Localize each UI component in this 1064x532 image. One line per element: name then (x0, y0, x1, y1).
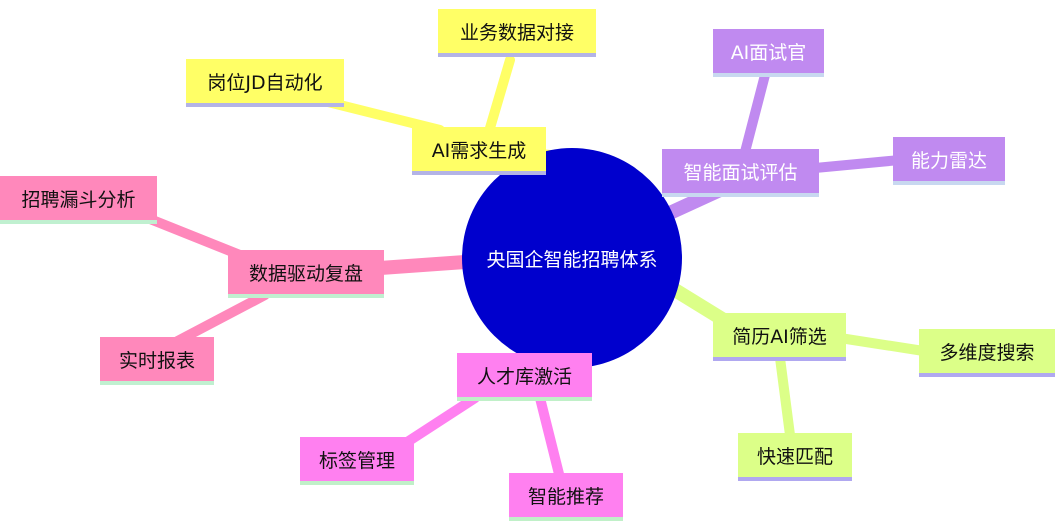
link-ai-demand-biz (485, 55, 515, 133)
node-screening: 简历AI筛选 (713, 313, 846, 361)
node-screening-label: 简历AI筛选 (732, 325, 827, 348)
node-ai-interviewer-label: AI面试官 (730, 41, 807, 64)
node-review: 数据驱动复盘 (228, 250, 384, 298)
node-multi-search: 多维度搜索 (919, 329, 1055, 377)
node-smart-recommend: 智能推荐 (509, 473, 623, 521)
link-talent-pool-recommend (535, 393, 565, 483)
node-smart-recommend-label: 智能推荐 (527, 485, 604, 508)
center-node: 央国企智能招聘体系 (462, 148, 682, 368)
node-multi-search-label: 多维度搜索 (939, 341, 1035, 364)
node-talent-pool-label: 人才库激活 (476, 365, 572, 388)
node-tag-management-label: 标签管理 (318, 449, 395, 472)
node-realtime-report: 实时报表 (100, 337, 214, 385)
node-ai-interviewer: AI面试官 (713, 29, 824, 77)
node-interview-label: 智能面试评估 (683, 161, 798, 184)
node-biz-data-integration: 业务数据对接 (438, 9, 596, 57)
node-ability-radar-label: 能力雷达 (910, 149, 987, 172)
node-ability-radar: 能力雷达 (893, 137, 1005, 185)
node-funnel-analysis-label: 招聘漏斗分析 (21, 188, 136, 211)
node-biz-data-integration-label: 业务数据对接 (459, 21, 574, 44)
node-ai-demand-label: AI需求生成 (431, 139, 527, 162)
node-quick-match: 快速匹配 (738, 433, 852, 481)
node-interview: 智能面试评估 (662, 149, 819, 197)
link-center-review (373, 255, 472, 275)
node-funnel-analysis: 招聘漏斗分析 (0, 176, 157, 224)
node-jd-automation: 岗位JD自动化 (186, 59, 344, 107)
link-screening-match (775, 353, 795, 440)
link-screening-search (835, 333, 935, 357)
center-node-label: 央国企智能招聘体系 (486, 248, 658, 271)
node-review-label: 数据驱动复盘 (248, 262, 363, 285)
node-quick-match-label: 快速匹配 (756, 445, 833, 468)
node-jd-automation-label: 岗位JD自动化 (207, 71, 323, 94)
link-review-report (165, 290, 270, 350)
node-talent-pool: 人才库激活 (457, 353, 592, 401)
node-ai-demand: AI需求生成 (412, 127, 546, 175)
node-tag-management: 标签管理 (300, 437, 414, 485)
node-realtime-report-label: 实时报表 (118, 349, 195, 372)
link-interview-ai-interviewer (740, 70, 770, 157)
link-interview-radar (810, 155, 905, 173)
